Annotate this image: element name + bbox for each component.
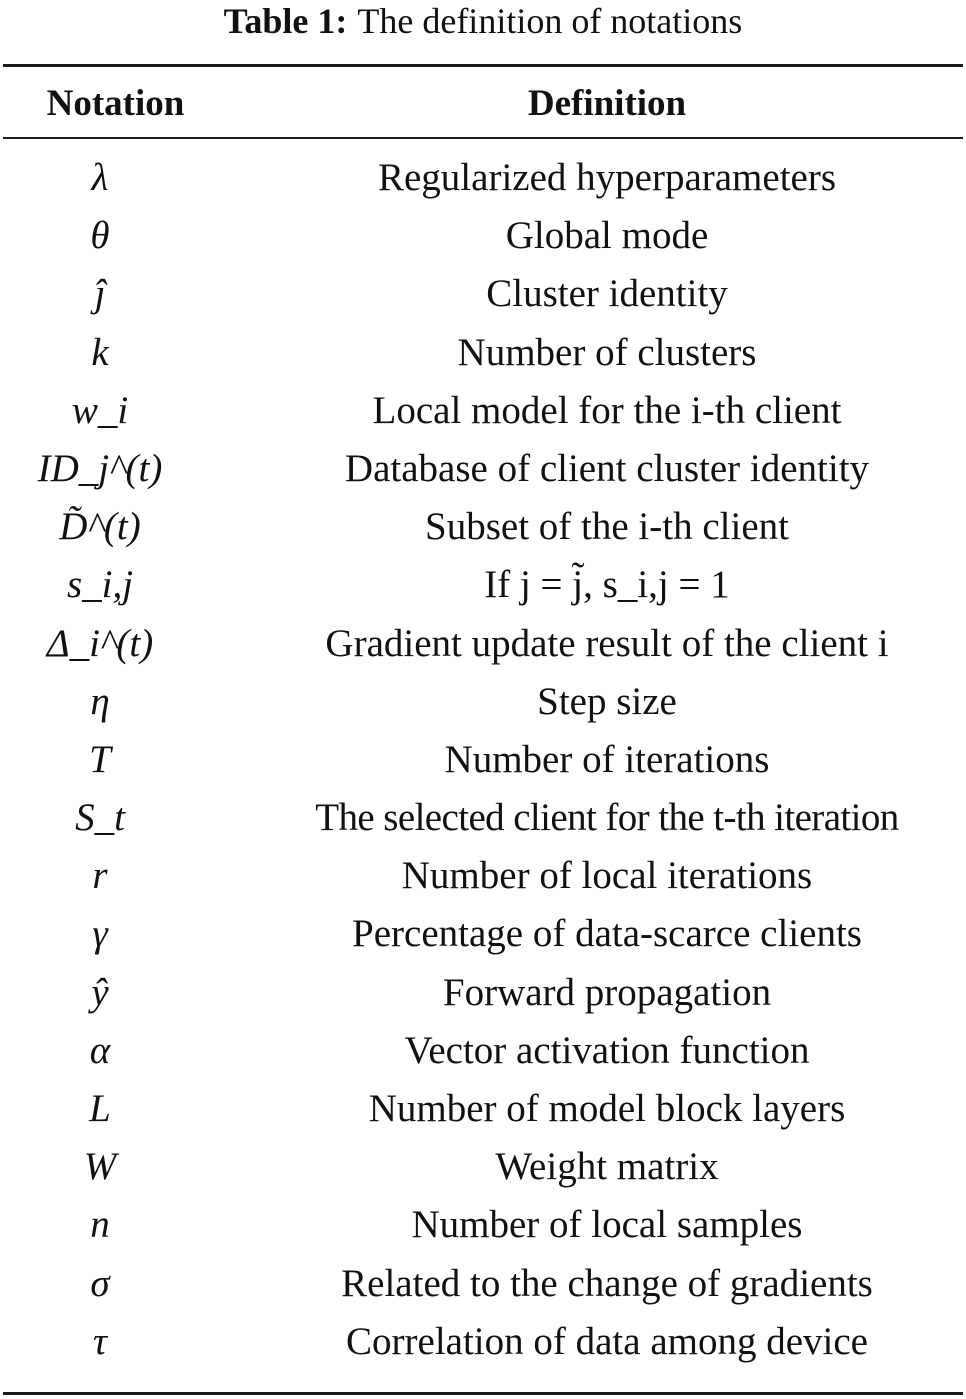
notation-cell: k — [91, 330, 109, 374]
table-row: k Number of clusters — [0, 324, 966, 382]
notation-cell: W — [83, 1145, 117, 1189]
table-row: S_t The selected client for the t-th ite… — [0, 789, 966, 847]
table-row: ŷ Forward propagation — [0, 964, 966, 1022]
table-row: α Vector activation function — [0, 1022, 966, 1080]
table-row: η Step size — [0, 673, 966, 731]
definition-cell: Percentage of data-scarce clients — [352, 912, 862, 956]
notation-cell: n — [90, 1203, 110, 1247]
notation-cell: α — [89, 1028, 111, 1072]
notation-cell: L — [89, 1087, 111, 1130]
notation-cell: γ — [92, 912, 108, 956]
definition-cell: Gradient update result of the client i — [325, 621, 889, 665]
definition-cell: Weight matrix — [495, 1145, 719, 1189]
notation-cell: Δ_i^(t) — [46, 621, 154, 665]
definition-cell: Step size — [537, 679, 677, 723]
table-row: s_i,j If j = j̃, s_i,j = 1 — [0, 556, 966, 614]
table-row: L Number of model block layers — [0, 1080, 966, 1138]
definition-cell: Forward propagation — [442, 970, 772, 1014]
table-row: D̃^(t) Subset of the i-th client — [0, 498, 966, 556]
definition-cell: Number of iterations — [444, 737, 770, 781]
definition-cell: Vector activation function — [404, 1028, 810, 1072]
definition-cell: The selected client for the t-th iterati… — [315, 796, 899, 840]
table-caption-label: Table 1: — [223, 1, 348, 41]
table-bottom-rule — [3, 1392, 963, 1395]
table-row: r Number of local iterations — [0, 847, 966, 905]
definition-cell: Correlation of data among device — [346, 1319, 868, 1363]
table-row: ID_j^(t) Database of client cluster iden… — [0, 440, 966, 498]
header-definition: Definition — [527, 83, 687, 124]
notation-cell: s_i,j — [66, 563, 134, 607]
header-notation: Notation — [46, 83, 185, 124]
definition-cell: Number of model block layers — [368, 1087, 846, 1130]
table-top-rule — [3, 64, 963, 67]
notation-cell: ŷ — [91, 970, 109, 1014]
notation-cell: D̃^(t) — [59, 505, 141, 549]
definition-cell: Global mode — [505, 214, 709, 258]
notation-cell: ĵ — [94, 272, 106, 316]
table-row: σ Related to the change of gradients — [0, 1255, 966, 1313]
table-row: γ Percentage of data-scarce clients — [0, 905, 966, 963]
table-caption-text: The definition of notations — [357, 1, 743, 41]
definition-cell: Number of clusters — [457, 330, 757, 374]
table-row: w_i Local model for the i-th client — [0, 382, 966, 440]
definition-cell: Regularized hyperparameters — [377, 156, 837, 199]
notation-cell: τ — [93, 1319, 107, 1363]
notation-cell: S_t — [75, 796, 125, 840]
notation-cell: r — [92, 854, 108, 898]
notation-cell: θ — [90, 214, 110, 258]
definition-cell: Subset of the i-th client — [425, 505, 789, 549]
table-row: n Number of local samples — [0, 1196, 966, 1254]
definition-cell: Cluster identity — [486, 272, 728, 316]
definition-cell: Related to the change of gradients — [341, 1261, 873, 1305]
table-row: θ Global mode — [0, 207, 966, 265]
definition-cell: Number of local iterations — [401, 854, 813, 898]
table-row: Δ_i^(t) Gradient update result of the cl… — [0, 615, 966, 673]
notation-cell: η — [90, 679, 110, 723]
definition-cell: If j = j̃, s_i,j = 1 — [484, 563, 730, 607]
notation-cell: σ — [90, 1261, 110, 1305]
table-row: ĵ Cluster identity — [0, 265, 966, 323]
definition-cell: Number of local samples — [411, 1203, 803, 1247]
table-row: λ Regularized hyperparameters — [0, 149, 966, 207]
notation-cell: T — [89, 737, 111, 781]
notation-cell: w_i — [71, 388, 129, 432]
notation-cell: λ — [91, 156, 109, 199]
notation-cell: ID_j^(t) — [37, 446, 163, 490]
table-row: T Number of iterations — [0, 731, 966, 789]
table-row: W Weight matrix — [0, 1138, 966, 1196]
table-row: τ Correlation of data among device — [0, 1313, 966, 1371]
table-header: Notation Definition — [0, 67, 966, 137]
definition-cell: Database of client cluster identity — [344, 446, 870, 490]
table-body: λ Regularized hyperparameters θ Global m… — [0, 149, 966, 1371]
definition-cell: Local model for the i-th client — [372, 388, 842, 432]
table-caption: Table 1:The definition of notations — [0, 0, 966, 42]
table-header-rule — [3, 137, 963, 139]
